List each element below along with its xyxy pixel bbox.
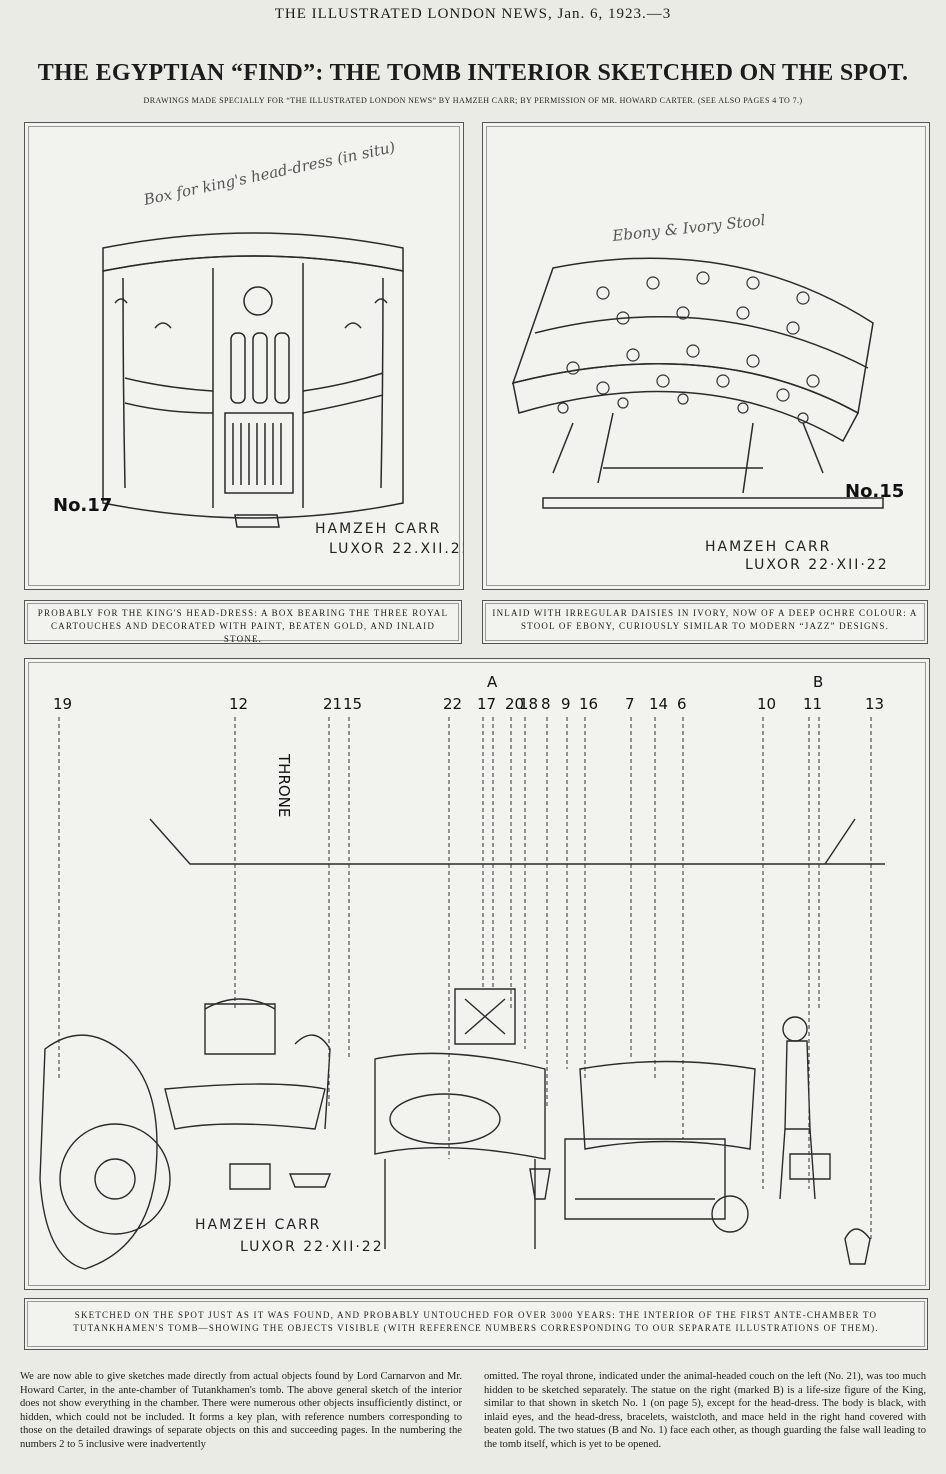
ref-number-7: 7 (625, 695, 635, 713)
ref-number-17: 17 (477, 695, 496, 713)
interior-signature-place: LUXOR 22·XII·22 (240, 1239, 384, 1255)
stool-number-label: No.15 (845, 481, 904, 502)
ref-number-8: 8 (541, 695, 551, 713)
box-note: Box for king's head-dress (in situ) (141, 138, 397, 209)
stool-signature-name: HAMZEH CARR (705, 539, 831, 555)
ref-number-19: 19 (53, 695, 72, 713)
ref-number-6: 6 (677, 695, 687, 713)
page-headline: THE EGYPTIAN “FIND”: THE TOMB INTERIOR S… (37, 60, 909, 86)
panel-box-sketch: Box for king's head-dress (in situ) No.1… (24, 122, 464, 590)
caption-box: Probably for the King's head-dress: a bo… (24, 600, 462, 644)
ref-number-20: 20 (505, 695, 524, 713)
ref-number-10: 10 (757, 695, 776, 713)
ref-number-11: 11 (803, 695, 822, 713)
caption-interior: Sketched on the spot just as it was foun… (24, 1298, 928, 1350)
article-column-2: omitted. The royal throne, indicated und… (484, 1371, 926, 1450)
masthead: THE ILLUSTRATED LONDON NEWS, Jan. 6, 192… (274, 6, 672, 22)
box-signature-place: LUXOR 22.XII.22 (329, 541, 463, 557)
stool-signature-place: LUXOR 22·XII·22 (745, 557, 889, 573)
ref-number-14: 14 (649, 695, 668, 713)
box-number-label: No.17 (53, 495, 112, 516)
article-body: We are now able to give sketches made di… (20, 1370, 926, 1452)
interior-signature-name: HAMZEH CARR (195, 1217, 321, 1233)
caption-stool: Inlaid with irregular daisies in ivory, … (482, 600, 928, 644)
ref-number-9: 9 (561, 695, 571, 713)
ref-number-12: 12 (229, 695, 248, 713)
ref-number-B: B (813, 673, 823, 691)
credit-line: DRAWINGS MADE SPECIALLY FOR “THE ILLUSTR… (143, 96, 803, 105)
ref-number-16: 16 (579, 695, 598, 713)
ref-number-13: 13 (865, 695, 884, 713)
ref-number-A: A (487, 673, 498, 691)
throne-label: THRONE (275, 753, 293, 817)
ref-number-22: 22 (443, 695, 462, 713)
panel-stool-sketch: Ebony & Ivory Stool No.15 HAMZEH CARR LU… (482, 122, 930, 590)
ref-number-21: 21 (323, 695, 342, 713)
stool-sketch-drawing: Ebony & Ivory Stool No.15 HAMZEH CARR LU… (511, 211, 904, 573)
box-sketch-drawing: Box for king's head-dress (in situ) No.1… (53, 138, 463, 557)
stool-note: Ebony & Ivory Stool (611, 211, 767, 245)
daisy-pattern (557, 271, 820, 424)
ref-number-15: 15 (343, 695, 362, 713)
ref-number-18: 18 (519, 695, 538, 713)
article-column-1: We are now able to give sketches made di… (20, 1371, 462, 1450)
box-signature-name: HAMZEH CARR (315, 521, 441, 537)
